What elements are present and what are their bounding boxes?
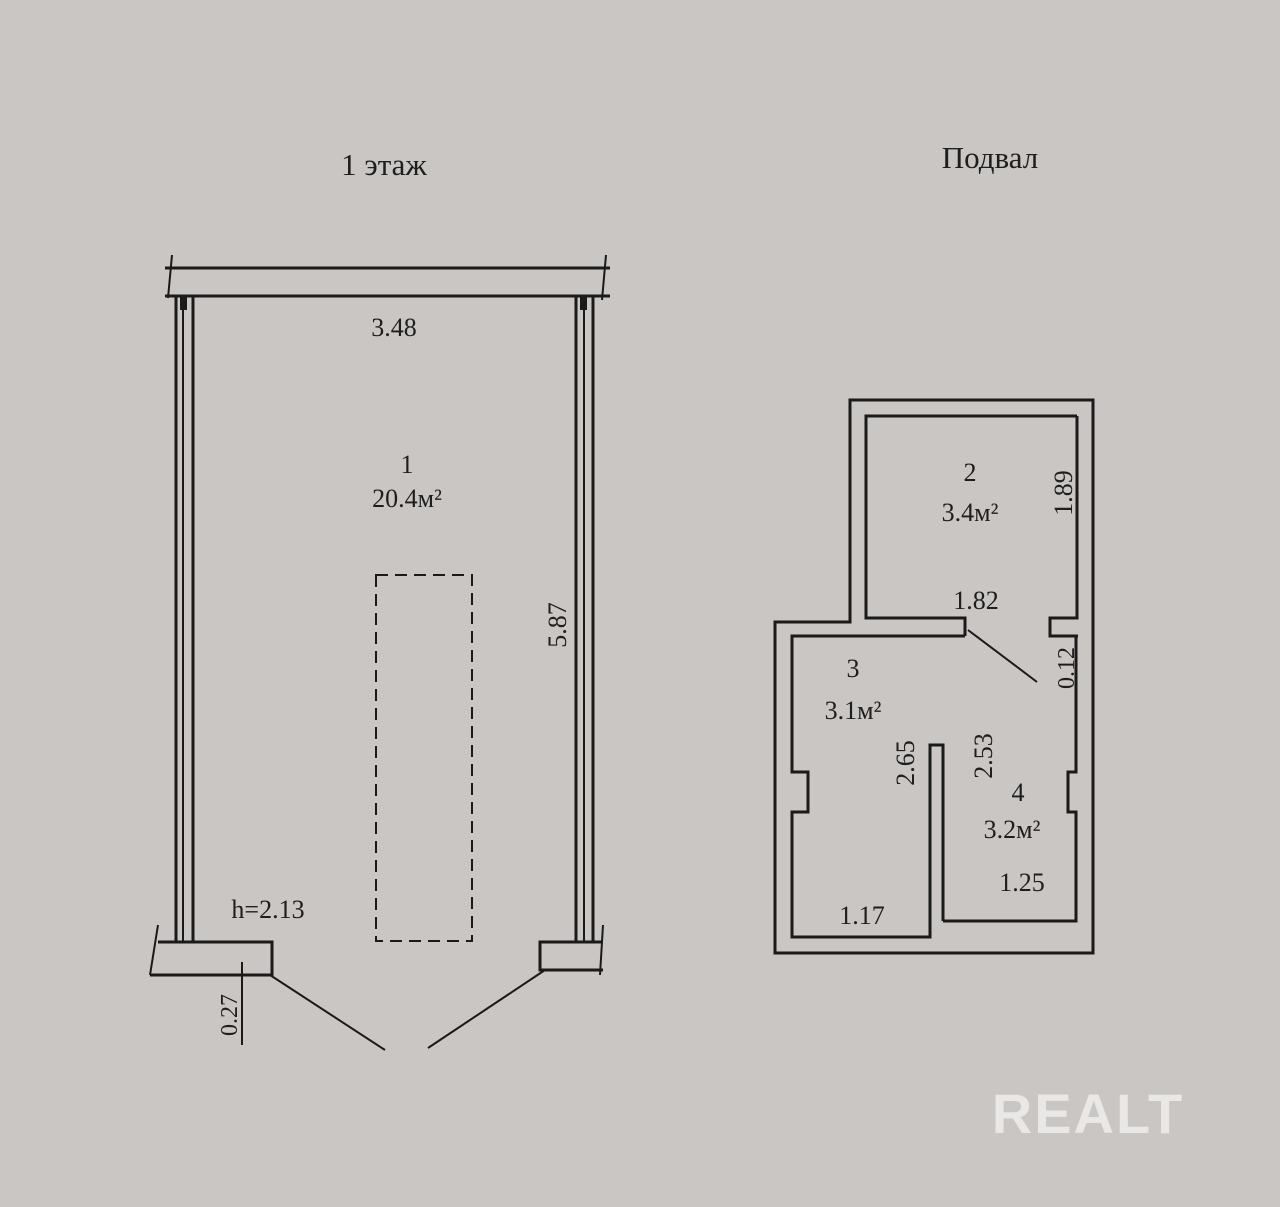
top-wall-break-left xyxy=(167,254,173,299)
left-wall-cap xyxy=(180,296,187,310)
room-2-left-wall xyxy=(864,414,1077,636)
ground-height-label: h=2.13 xyxy=(231,895,304,924)
gate-leaf-right xyxy=(427,969,546,1049)
room-4-width-dimension: 1.25 xyxy=(999,868,1045,897)
room-3-width-dimension: 1.17 xyxy=(839,901,885,930)
right-wall-cap xyxy=(580,296,587,310)
room-2-area: 3.4м² xyxy=(942,498,999,527)
left-pier xyxy=(150,940,274,977)
ground-wall-thickness: 0.27 xyxy=(217,994,243,1036)
ground-floor-title: 1 этаж xyxy=(341,147,427,182)
ground-floor-plan xyxy=(149,254,610,1051)
basement-plan xyxy=(773,398,1095,955)
basement-title: Подвал xyxy=(942,140,1039,175)
room-3-area: 3.1м² xyxy=(825,696,882,725)
room-4-length-dimension: 2.53 xyxy=(969,733,998,779)
room-2-width-dimension: 1.82 xyxy=(953,586,999,615)
room-2-number: 2 xyxy=(964,458,977,487)
room-4-area: 3.2м² xyxy=(984,815,1041,844)
right-pier xyxy=(538,940,603,972)
door-swing-line xyxy=(967,629,1038,683)
ground-width-dimension: 3.48 xyxy=(371,313,417,342)
top-wall-break-right xyxy=(601,254,607,301)
room-1-number: 1 xyxy=(401,450,414,479)
room-1-area: 20.4м² xyxy=(372,484,442,513)
room-2-right-wall xyxy=(1048,416,1079,638)
opening-dimension: 0.12 xyxy=(1054,647,1080,689)
room-3-number: 3 xyxy=(847,654,860,683)
left-pier-break xyxy=(149,924,159,976)
realt-watermark-logo: REALT xyxy=(992,1082,1185,1145)
room-3-walls xyxy=(790,634,965,939)
room-4-number: 4 xyxy=(1012,778,1025,807)
room-3-length-dimension: 2.65 xyxy=(891,740,920,786)
basement-outer-wall xyxy=(773,398,1095,955)
ground-length-dimension: 5.87 xyxy=(543,602,572,648)
right-pier-break xyxy=(599,924,604,976)
inspection-pit xyxy=(375,574,473,942)
room-4-walls xyxy=(943,636,1078,923)
gate-leaf-left xyxy=(269,974,386,1051)
room-2-height-dimension: 1.89 xyxy=(1049,470,1078,516)
